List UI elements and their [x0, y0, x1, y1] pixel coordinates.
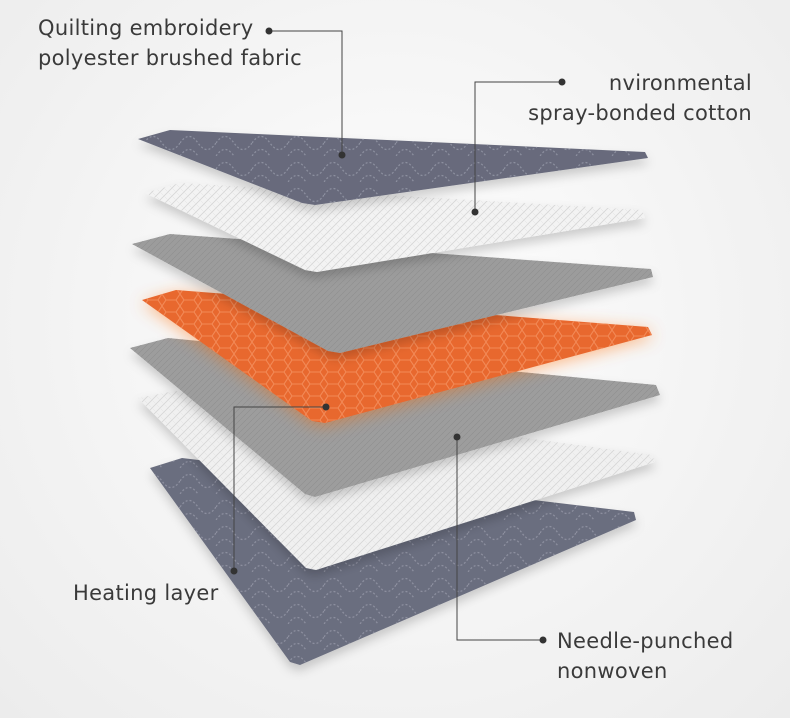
label-heating-layer: Heating layer [73, 578, 219, 608]
label-quilting-fabric-line2: polyester brushed fabric [38, 46, 303, 70]
leader-heating [233, 406, 326, 571]
dot-nonwoven-end [539, 636, 547, 644]
label-nonwoven-line2: nonwoven [557, 659, 668, 683]
dot-cotton-end [471, 208, 479, 216]
dot-heating-start [322, 403, 330, 411]
layer-gray-upper [132, 234, 653, 353]
label-quilting-fabric: Quilting embroidery polyester brushed fa… [38, 13, 302, 73]
label-heating-line1: Heating layer [73, 581, 219, 605]
label-spray-bonded-cotton: nvironmental spray-bonded cotton [528, 68, 752, 128]
dot-cotton-start [558, 78, 566, 86]
label-cotton-line1: nvironmental [608, 71, 752, 95]
label-needle-punched-nonwoven: Needle-punched nonwoven [557, 626, 733, 686]
label-nonwoven-line1: Needle-punched [557, 629, 734, 653]
leader-cotton [474, 81, 562, 212]
leader-nonwoven [456, 437, 543, 641]
layer-white-upper [145, 183, 645, 272]
layer-heating [142, 290, 652, 423]
dot-top-fabric-start [265, 27, 273, 35]
layer-top-quilted [138, 130, 648, 205]
dot-nonwoven-start [453, 433, 461, 441]
dot-top-fabric-end [338, 151, 346, 159]
label-quilting-fabric-line1: Quilting embroidery [38, 16, 254, 40]
leader-top-fabric [269, 30, 343, 155]
dot-heating-end [230, 567, 238, 575]
label-cotton-line2: spray-bonded cotton [528, 101, 752, 125]
